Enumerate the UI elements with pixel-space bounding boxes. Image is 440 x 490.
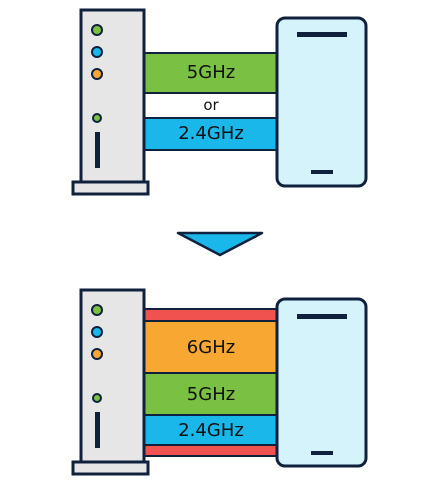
phone-home-bar (311, 170, 333, 174)
band-6ghz-label: 6GHz (186, 337, 236, 358)
router-status-led (92, 393, 102, 403)
smartphone-icon (275, 297, 368, 468)
top-scene: 5GHz or 2.4GHz (0, 0, 440, 200)
phone-home-bar (311, 451, 333, 455)
router-led-green (91, 24, 103, 36)
band-24ghz-label: 2.4GHz (178, 123, 244, 144)
phone-speaker (297, 32, 347, 37)
phone-speaker (297, 314, 347, 319)
top-scene-drawing (71, 8, 368, 196)
router-led-blue (91, 326, 103, 338)
router-led-orange (91, 348, 103, 360)
router-icon (71, 288, 150, 476)
band-edge-bottom (143, 444, 279, 457)
smartphone-icon (275, 16, 368, 188)
router-slot (95, 412, 100, 448)
band-edge-top (143, 308, 279, 322)
band-5ghz-label: 5GHz (186, 62, 236, 83)
router-led-blue (91, 46, 103, 58)
band-6ghz-bar (143, 320, 279, 374)
router-led-orange (91, 68, 103, 80)
router-icon (71, 8, 150, 196)
band-24ghz-bar (143, 117, 279, 151)
band-24ghz-label: 2.4GHz (178, 420, 244, 441)
router-led-green (91, 304, 103, 316)
or-separator-label: or (203, 96, 219, 114)
bottom-scene: 6GHz 5GHz 2.4GHz (0, 285, 440, 485)
bottom-scene-drawing (71, 288, 368, 476)
band-24ghz-bar (143, 414, 279, 446)
band-5ghz-label: 5GHz (186, 384, 236, 405)
router-slot (95, 132, 100, 168)
router-status-led (92, 113, 102, 123)
